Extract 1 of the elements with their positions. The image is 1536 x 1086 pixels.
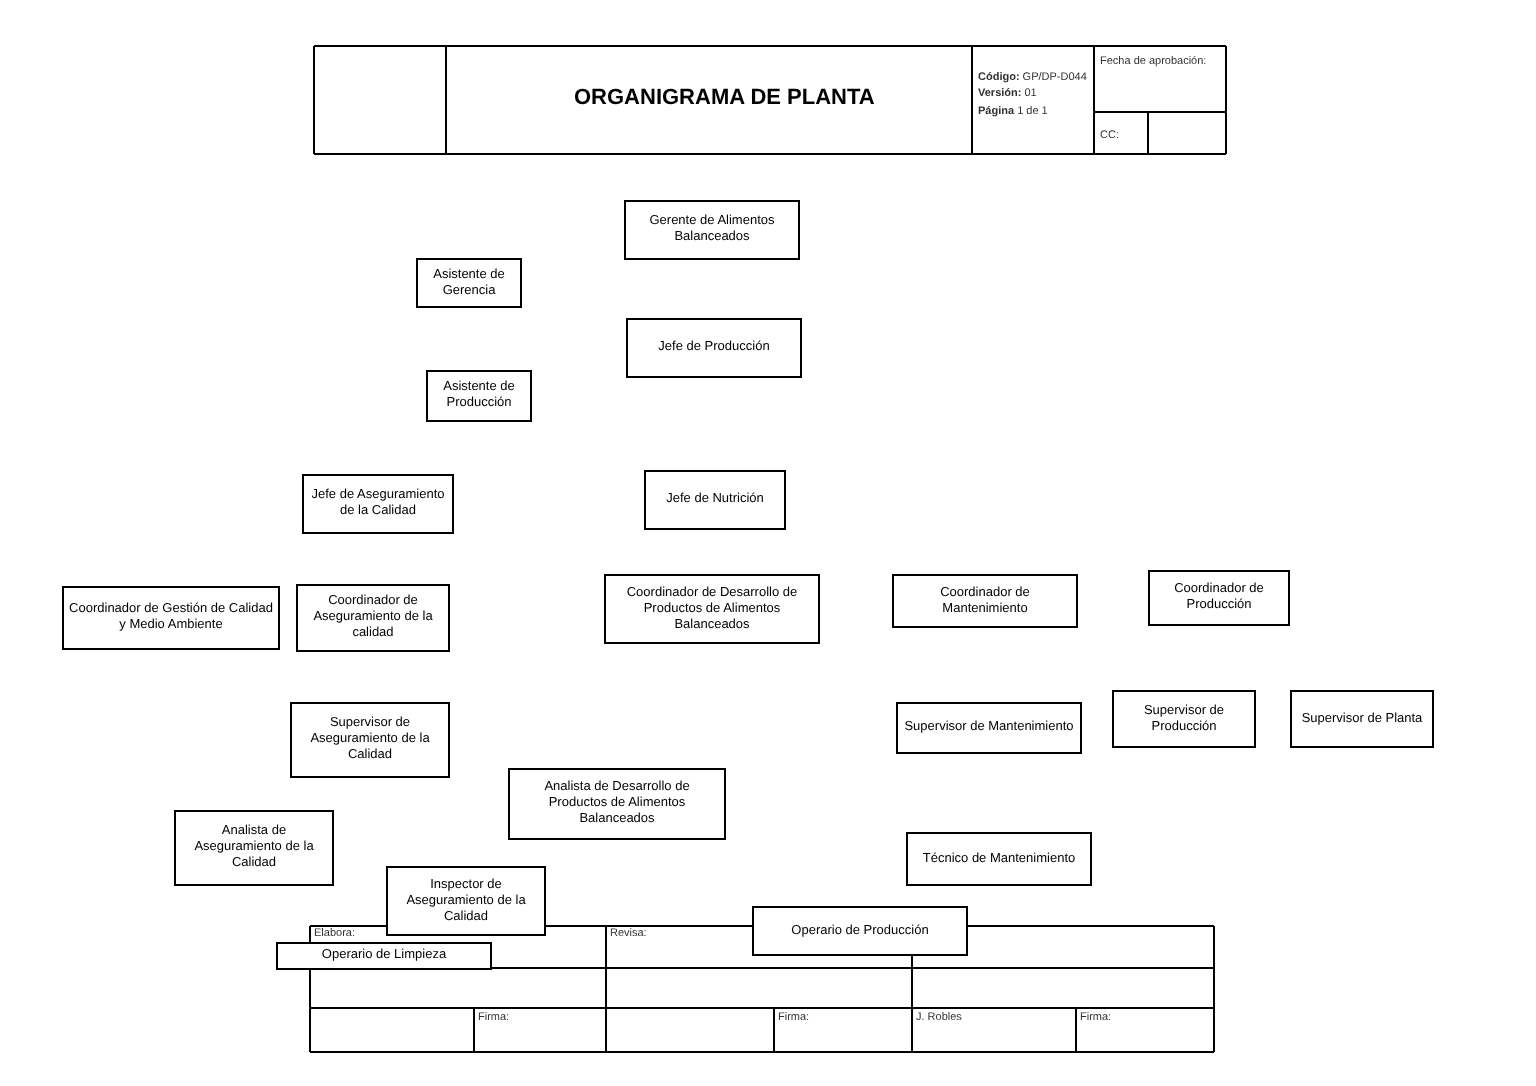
document-title: ORGANIGRAMA DE PLANTA	[574, 86, 875, 110]
